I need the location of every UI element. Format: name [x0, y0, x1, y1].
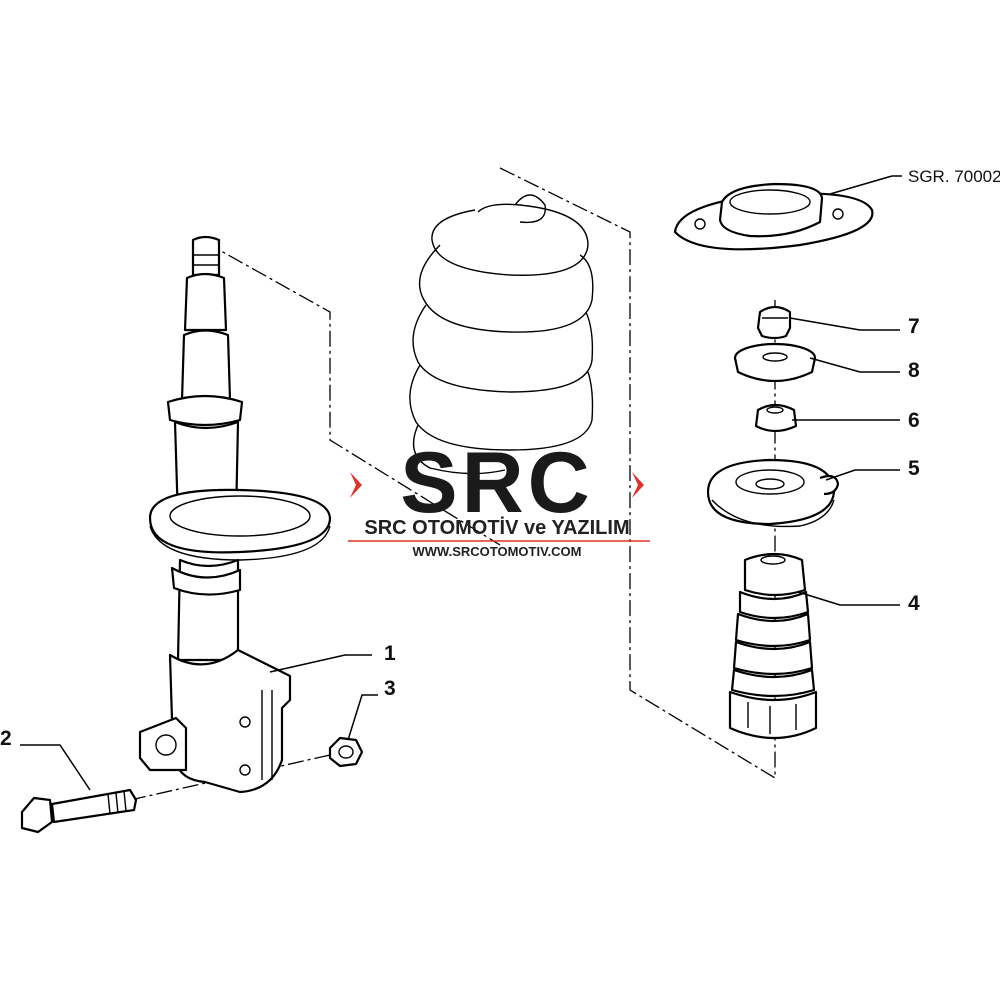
callout-3: 3	[384, 677, 396, 700]
callout-2: 2	[0, 727, 12, 750]
callout-8: 8	[908, 359, 920, 382]
callout-7: 7	[908, 315, 920, 338]
watermark: SRC SRC OTOMOTİV ve YAZILIM WWW.SRCOTOMO…	[348, 435, 650, 559]
shock-absorber-strut	[138, 235, 332, 794]
right-chevron-icon	[632, 472, 644, 498]
callout-1: 1	[384, 642, 396, 665]
left-chevron-icon	[350, 472, 362, 498]
top-nut	[756, 305, 792, 340]
reference-label: SGR. 70002	[908, 167, 1000, 186]
lock-nut	[754, 403, 798, 433]
coil-spring	[409, 194, 594, 475]
callout-6: 6	[908, 409, 920, 432]
nut	[328, 736, 364, 768]
dust-boot	[728, 552, 818, 740]
callout-5: 5	[908, 457, 920, 480]
watermark-company: SRC OTOMOTİV ve YAZILIM	[364, 516, 629, 539]
cup-washer	[733, 342, 817, 382]
callout-4: 4	[908, 592, 920, 615]
strut-bearing-mount	[706, 458, 840, 528]
leader-lines	[20, 175, 902, 791]
top-mount-plate	[673, 182, 874, 251]
watermark-website: WWW.SRCOTOMOTIV.COM	[413, 544, 582, 559]
bolt	[20, 788, 138, 834]
watermark-logo: SRC	[400, 435, 594, 531]
